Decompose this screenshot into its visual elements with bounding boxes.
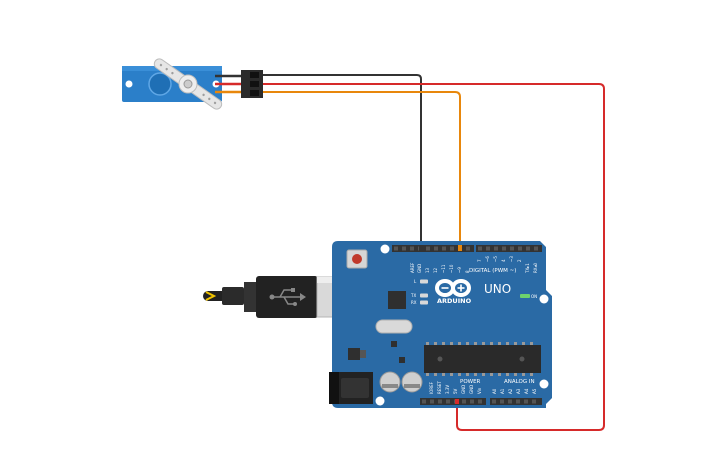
pin-label-a0: A0 bbox=[492, 388, 497, 394]
power-header[interactable] bbox=[420, 398, 486, 405]
dc-power-jack[interactable] bbox=[329, 372, 373, 404]
led-label-tx: TX bbox=[410, 293, 416, 298]
pin-label-6: ~6 bbox=[485, 256, 490, 262]
pin-label-5v: 5V bbox=[453, 388, 458, 394]
pin-label-2: 2 bbox=[517, 259, 522, 262]
analog-header[interactable] bbox=[490, 398, 542, 405]
pin-label-a2: A2 bbox=[508, 388, 513, 394]
pin-label-11: ~11 bbox=[441, 264, 446, 273]
pin-label-1: TX▸1 bbox=[525, 263, 530, 274]
digital-header[interactable] bbox=[392, 245, 542, 252]
digital-pin-labels: AREF GND 13 12 ~11 ~10 ~9 8 7 ~6 ~5 4 ~3… bbox=[410, 256, 538, 274]
analog-pin-labels: A0 A1 A2 A3 A4 A5 bbox=[492, 388, 537, 394]
pin-label-gnd: GND bbox=[417, 264, 422, 273]
reset-button[interactable] bbox=[346, 249, 368, 269]
brand-label: ARDUINO bbox=[437, 297, 472, 305]
pin-label-4: 4 bbox=[501, 259, 506, 262]
pin-label-5: ~5 bbox=[493, 256, 498, 262]
power-header-label: POWER bbox=[460, 379, 481, 385]
analog-header-label: ANALOG IN bbox=[504, 379, 535, 385]
pin-label-gnd-1: GND bbox=[461, 385, 466, 394]
on-label: ON bbox=[531, 294, 537, 299]
voltage-regulator bbox=[348, 348, 360, 360]
pin-label-3: ~3 bbox=[509, 256, 514, 262]
pin-label-a5: A5 bbox=[532, 388, 537, 394]
wire-orange-pin9[interactable] bbox=[262, 91, 461, 249]
servo-motor[interactable] bbox=[122, 57, 263, 111]
pin-label-ioref: IOREF bbox=[429, 381, 434, 394]
pin-label-8: 8 bbox=[465, 270, 470, 273]
wire-black-gnd[interactable] bbox=[262, 74, 422, 249]
model-label: UNO bbox=[484, 282, 511, 296]
pin-label-3v3: 3.3V bbox=[445, 385, 450, 394]
digital-header-label: DIGITAL (PWM ~) bbox=[469, 268, 516, 274]
pin-label-vin: Vin bbox=[477, 387, 482, 394]
pin-label-a3: A3 bbox=[516, 388, 521, 394]
arduino-infinity-logo bbox=[435, 279, 471, 297]
pin-label-a1: A1 bbox=[500, 388, 505, 394]
wire-red-5v[interactable] bbox=[262, 83, 605, 431]
pin-label-9: ~9 bbox=[457, 267, 462, 273]
usb-icon bbox=[269, 288, 306, 306]
wires bbox=[262, 74, 605, 431]
led-label-l: L bbox=[414, 279, 417, 284]
pin-label-12: 12 bbox=[433, 267, 438, 273]
pin-label-7: 7 bbox=[477, 259, 482, 262]
crystal-oscillator bbox=[375, 319, 413, 334]
power-led bbox=[520, 294, 530, 298]
pin-label-a4: A4 bbox=[524, 388, 529, 394]
led-label-rx: RX bbox=[411, 300, 417, 305]
pin-label-gnd-2: GND bbox=[469, 385, 474, 394]
atmega-microcontroller[interactable] bbox=[424, 342, 541, 376]
arduino-uno-board[interactable]: AREF GND 13 12 ~11 ~10 ~9 8 7 ~6 ~5 4 ~3… bbox=[329, 241, 552, 408]
pin-label-reset: RESET bbox=[437, 381, 442, 394]
usb-interface-chip bbox=[388, 291, 406, 309]
power-pin-labels: IOREF RESET 3.3V 5V GND GND Vin bbox=[429, 381, 482, 394]
pin-label-0: RX◂0 bbox=[533, 262, 538, 273]
status-leds: L TX RX bbox=[410, 279, 428, 305]
pin-label-10: ~10 bbox=[449, 264, 454, 273]
pin-label-aref: AREF bbox=[410, 262, 415, 273]
capacitors bbox=[379, 371, 423, 393]
pin-label-13: 13 bbox=[425, 267, 430, 273]
